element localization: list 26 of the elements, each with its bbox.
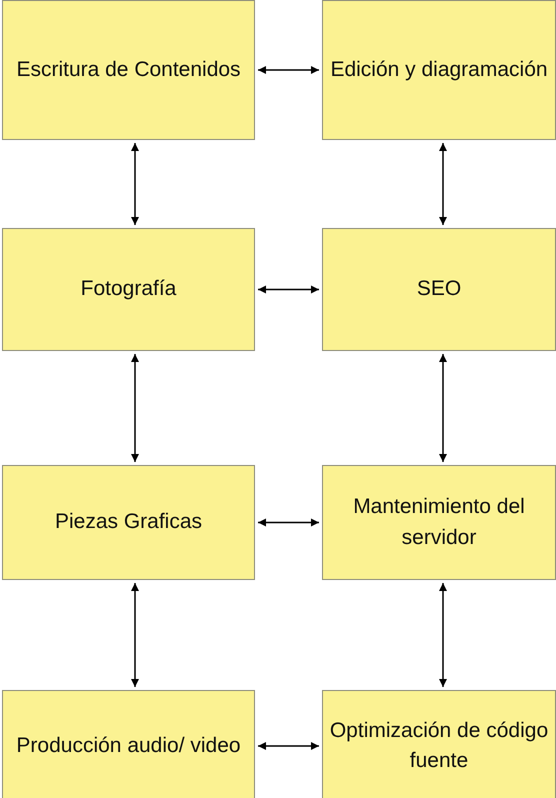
box-label: Fotografía [80, 276, 178, 302]
box-label: Producción audio/ video [15, 732, 242, 759]
box-label: Optimización de código fuente [328, 718, 550, 774]
process-box [2, 0, 255, 140]
process-box [2, 690, 255, 798]
process-box [322, 465, 556, 580]
double-arrow [258, 742, 319, 750]
box-label: Edición y diagramación [329, 56, 549, 83]
double-arrow [258, 518, 319, 526]
process-box [2, 228, 255, 351]
process-box [322, 0, 556, 140]
process-box [2, 465, 255, 580]
double-arrow [439, 354, 447, 462]
box-label: Mantenimiento del servidor [352, 494, 526, 550]
double-arrow [131, 583, 139, 687]
double-arrow [131, 143, 139, 225]
box-label: Piezas Graficas [54, 509, 204, 536]
double-arrow [258, 66, 319, 74]
process-box [322, 228, 556, 351]
box-label: Escritura de Contenidos [15, 56, 242, 83]
double-arrow [258, 286, 319, 294]
double-arrow [439, 143, 447, 225]
box-label: SEO [416, 276, 462, 302]
double-arrow [131, 354, 139, 462]
process-box [322, 690, 556, 798]
double-arrow [439, 583, 447, 687]
